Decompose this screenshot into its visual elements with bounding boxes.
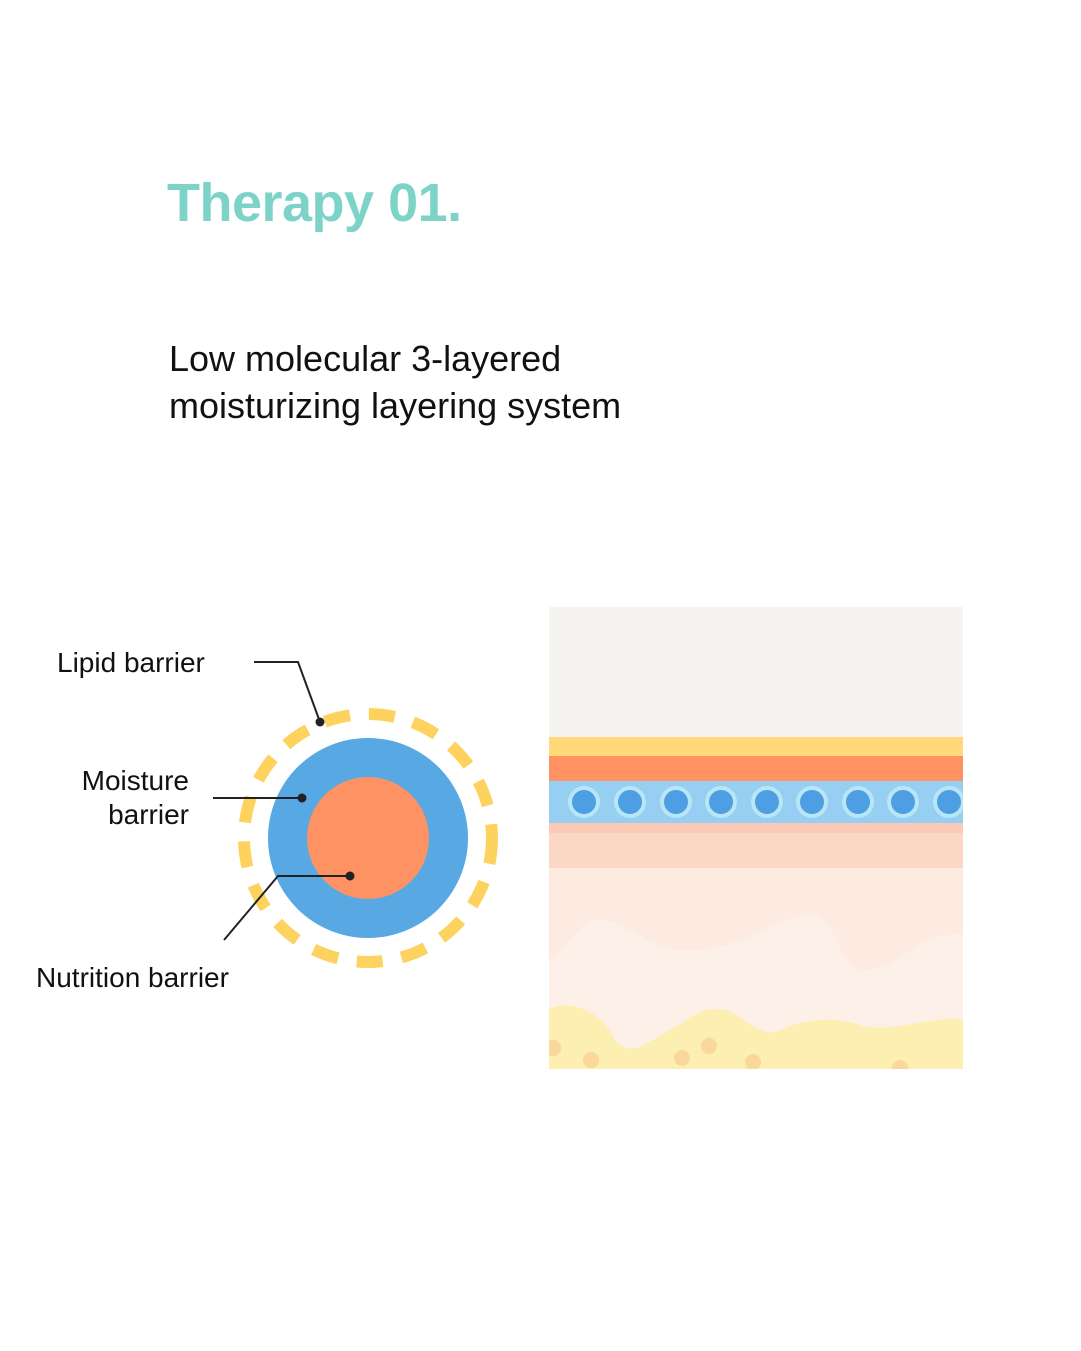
moisture-barrier-label: Moisture barrier [40, 764, 189, 832]
leader-lines [213, 661, 350, 941]
circle-cell-icon [705, 786, 737, 818]
circle-cell-icon [660, 786, 692, 818]
nutrition-leader-line [223, 875, 350, 941]
skin-orange-layer [549, 756, 963, 781]
moisture-leader-dot [297, 793, 307, 803]
moisture-barrier-label-line-2: barrier [108, 799, 189, 830]
nutrition-barrier-label: Nutrition barrier [36, 962, 229, 993]
skin-peach-layer [549, 833, 963, 868]
skin-peach-thin-layer [549, 823, 963, 833]
skin-lipid-layer [549, 737, 963, 756]
circle-cell-icon [796, 786, 828, 818]
therapy-title: Therapy 01. [167, 173, 462, 233]
circle-cell-icon [751, 786, 783, 818]
circle-cell-icon [614, 786, 646, 818]
fat-dots [549, 1038, 908, 1069]
circle-cell-icon [568, 786, 600, 818]
subtitle: Low molecular 3-layered moisturizing lay… [169, 335, 621, 429]
lipid-barrier-label: Lipid barrier [57, 647, 205, 678]
lipid-barrier-ring [238, 708, 498, 968]
circle-cell-icon [887, 786, 919, 818]
circle-cell-icon [842, 786, 874, 818]
nutrition-leader-dot [345, 871, 355, 881]
lipid-leader-line [254, 661, 321, 723]
subtitle-line-2: moisturizing layering system [169, 385, 622, 426]
moisture-cells [568, 786, 963, 818]
circle-cell-icon [933, 786, 963, 818]
lipid-leader-dot [315, 717, 325, 727]
fat-layer [549, 1005, 963, 1069]
moisture-barrier-label-line-1: Moisture [81, 765, 189, 796]
nutrition-barrier-core [307, 777, 429, 899]
subtitle-line-1: Low molecular 3-layered [169, 338, 562, 379]
skin-surface-layer [549, 607, 963, 737]
skin-cross-section [549, 607, 963, 1069]
circle-barrier-diagram [238, 708, 498, 968]
